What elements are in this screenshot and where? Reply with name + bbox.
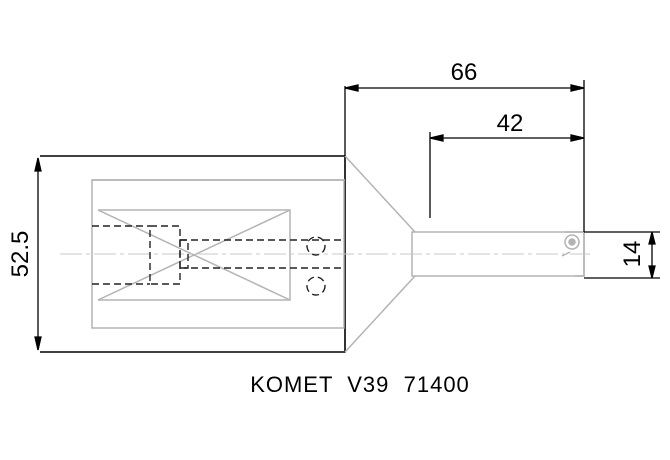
dimension-shank-offset (584, 231, 660, 279)
dimension-body-height (34, 157, 42, 351)
dimension-shank-length (429, 132, 585, 218)
part-number-caption: KOMET V39 71400 (250, 372, 470, 397)
dimension-label-42: 42 (497, 110, 524, 137)
dimension-label-52-5: 52.5 (7, 231, 34, 278)
dimension-label-14: 14 (619, 241, 646, 268)
hidden-lines (92, 225, 345, 296)
dimension-overall-length (344, 80, 585, 232)
dimension-label-66: 66 (451, 59, 478, 86)
